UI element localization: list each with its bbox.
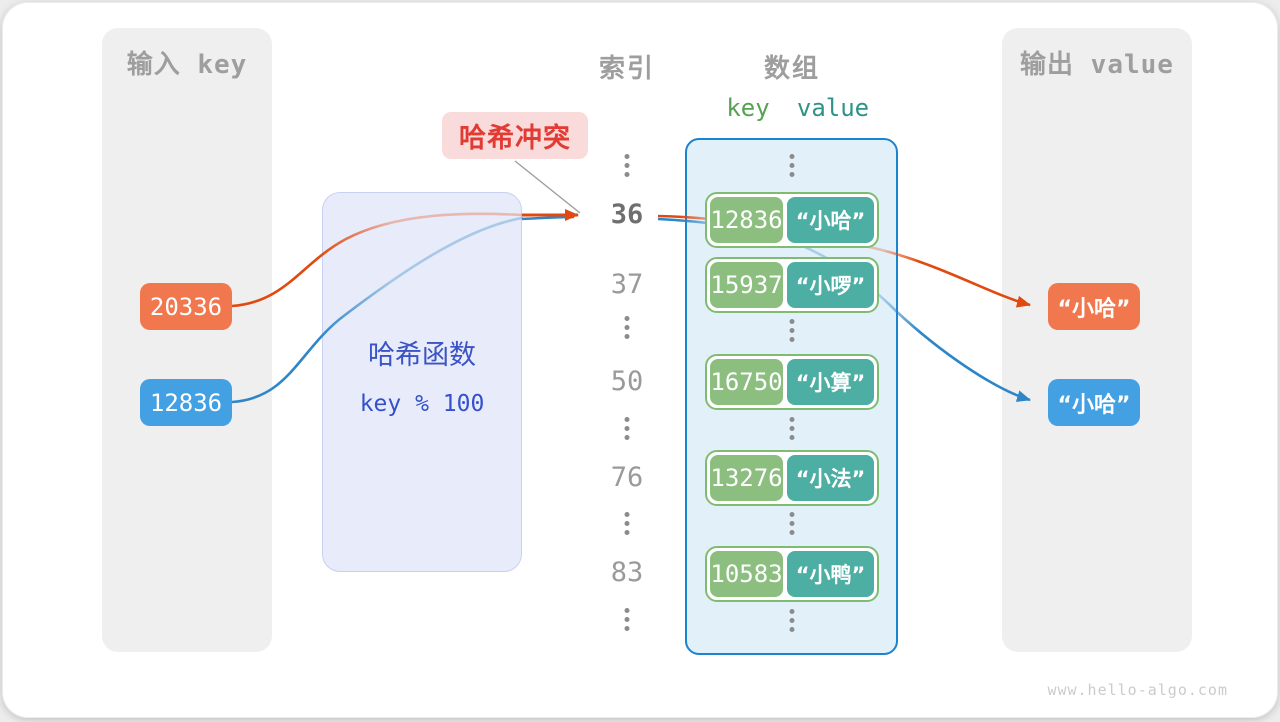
index-column: 36 37 50 76 83 — [579, 2, 675, 722]
pair-value: “小法” — [787, 455, 874, 501]
hash-function-title: 哈希函数 — [368, 340, 476, 371]
index-label-83: 83 — [610, 557, 644, 588]
output-value-orange: “小哈” — [1048, 283, 1140, 330]
index-label-37: 37 — [610, 269, 644, 300]
input-key-12836: 12836 — [140, 379, 232, 426]
ellipsis-dots — [789, 512, 794, 535]
ellipsis-dots — [624, 512, 630, 535]
pair-key: 15937 — [710, 262, 783, 308]
ellipsis-dots — [789, 417, 794, 440]
hash-output-blue-stub — [521, 215, 575, 221]
input-panel-title: 输入 key — [126, 50, 248, 80]
array-pair: 13276“小法” — [705, 450, 879, 506]
ellipsis-dots — [624, 417, 630, 440]
ellipsis-dots — [624, 154, 630, 177]
pair-value: “小算” — [787, 359, 874, 405]
pair-value: “小鸭” — [787, 551, 874, 597]
array-pair: 16750“小算” — [705, 354, 879, 410]
index-label-50: 50 — [610, 366, 644, 397]
ellipsis-dots — [624, 608, 630, 631]
array-value-header: value — [796, 94, 870, 122]
pair-value: “小啰” — [787, 262, 874, 308]
array-key-header: key — [726, 94, 770, 122]
output-panel-title: 输出 value — [1020, 50, 1174, 80]
ellipsis-dots — [624, 316, 630, 339]
pair-key: 12836 — [710, 197, 783, 243]
hash-function-formula: key % 100 — [359, 391, 485, 417]
pair-value: “小哈” — [787, 197, 874, 243]
array-column-header: 数组 — [763, 54, 820, 84]
array-pair: 10583“小鸭” — [705, 546, 879, 602]
input-key-20336: 20336 — [140, 283, 232, 330]
hash-collision-label: 哈希冲突 — [442, 112, 588, 159]
input-panel: 输入 key — [102, 28, 272, 652]
ellipsis-dots — [789, 609, 794, 632]
output-panel: 输出 value — [1002, 28, 1192, 652]
pair-key: 10583 — [710, 551, 783, 597]
index-label-76: 76 — [610, 462, 644, 493]
pair-key: 16750 — [710, 359, 783, 405]
watermark: www.hello-algo.com — [1047, 681, 1228, 699]
output-value-blue: “小哈” — [1048, 379, 1140, 426]
array-pair: 12836“小哈” — [705, 192, 879, 248]
index-column-header: 索引 — [598, 54, 655, 84]
ellipsis-dots — [789, 154, 794, 177]
array-pair: 15937“小啰” — [705, 257, 879, 313]
array-column: 12836“小哈”15937“小啰”16750“小算”13276“小法”1058… — [685, 2, 898, 722]
collision-pointer-line — [514, 160, 581, 214]
hash-function-box: 哈希函数 key % 100 — [322, 192, 522, 572]
index-label-36: 36 — [610, 199, 644, 230]
pair-key: 13276 — [710, 455, 783, 501]
ellipsis-dots — [789, 319, 794, 342]
